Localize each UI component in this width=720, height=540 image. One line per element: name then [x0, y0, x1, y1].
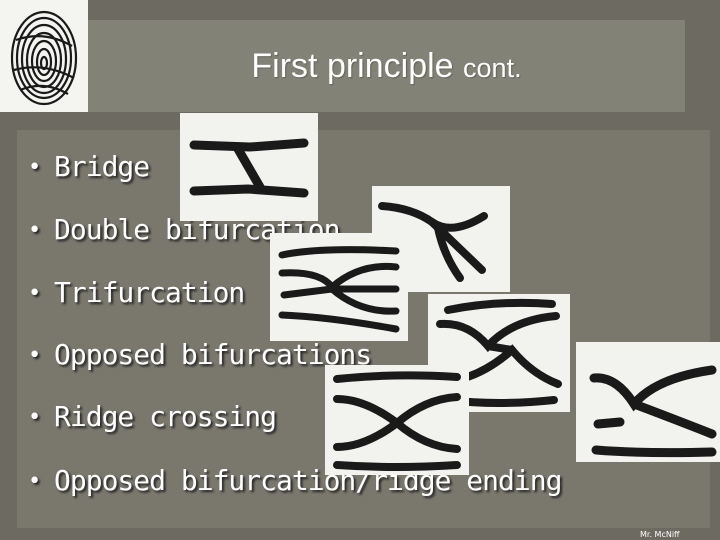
bridge-minutia-icon	[189, 138, 309, 198]
title-bar: First principle cont.	[88, 20, 685, 112]
bullet-ridge-crossing: • Ridge crossing	[28, 400, 277, 433]
bullet-text: Ridge crossing	[54, 400, 277, 433]
bullet-marker: •	[28, 281, 41, 306]
double-bifurcation-minutia-icon	[378, 202, 488, 282]
bullet-trifurcation: • Trifurcation	[28, 276, 245, 309]
slide-title: First principle cont.	[251, 47, 521, 86]
trifurcation-minutia-icon	[278, 246, 400, 333]
slide-title-suffix: cont.	[463, 52, 522, 83]
bullet-text: Opposed bifurcation/ridge ending	[54, 464, 562, 497]
bullet-marker: •	[28, 343, 41, 368]
bullet-text: Opposed bifurcations	[54, 338, 372, 371]
bullet-marker: •	[28, 405, 41, 430]
bullet-text: Trifurcation	[54, 276, 245, 309]
fingerprint-image	[0, 0, 88, 112]
opposed-bifurcation-ridge-ending-image	[576, 342, 720, 462]
bullet-marker: •	[28, 218, 41, 243]
ridge-crossing-image	[325, 365, 469, 475]
ridge-crossing-minutia-icon	[333, 371, 461, 471]
author-credit: Mr. McNiff	[640, 530, 680, 539]
bullet-marker: •	[28, 469, 41, 494]
bullet-text: Bridge	[54, 150, 150, 183]
fingerprint-icon	[10, 10, 78, 106]
bullet-opposed-bifurcation-ridge-ending: • Opposed bifurcation/ridge ending	[28, 464, 562, 497]
bullet-opposed-bifurcations: • Opposed bifurcations	[28, 338, 372, 371]
trifurcation-image	[270, 233, 408, 341]
bullet-marker: •	[28, 155, 41, 180]
slide-title-main: First principle	[251, 46, 454, 85]
bullet-bridge: • Bridge	[28, 150, 150, 183]
opposed-bifurcation-ridge-ending-minutia-icon	[589, 365, 717, 458]
bridge-image	[180, 113, 318, 221]
